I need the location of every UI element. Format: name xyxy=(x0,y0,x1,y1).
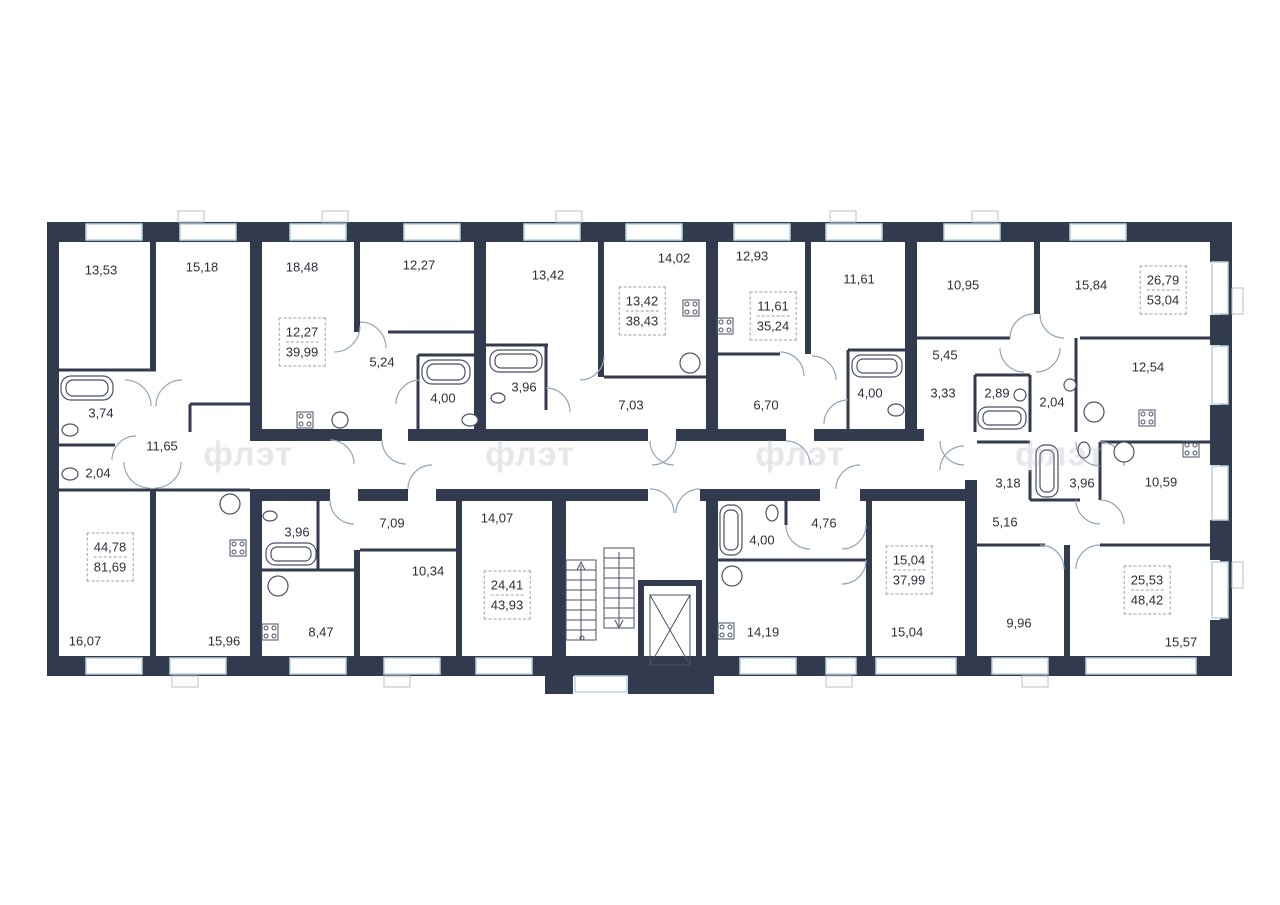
room-area: 3,96 xyxy=(1069,475,1095,491)
room-area: 2,89 xyxy=(984,385,1010,401)
living-area: 44,78 xyxy=(93,539,127,555)
room-area: 15,04 xyxy=(890,624,924,640)
fixtures xyxy=(60,349,1135,597)
room-area: 4,76 xyxy=(811,515,837,531)
living-area: 24,41 xyxy=(490,577,524,593)
room-area: 11,65 xyxy=(146,438,178,454)
room-area: 7,03 xyxy=(618,397,644,413)
watermark: флэт xyxy=(1015,435,1105,474)
living-area: 25,53 xyxy=(1130,572,1164,588)
room-area: 4,00 xyxy=(430,390,456,406)
apartment-summary: 26,79 53,04 xyxy=(1139,265,1187,315)
room-area: 13,42 xyxy=(531,267,565,283)
living-area: 13,42 xyxy=(625,293,659,309)
room-area: 18,48 xyxy=(285,259,319,275)
windows xyxy=(85,223,1229,693)
watermark: флэт xyxy=(755,435,845,474)
room-area: 5,16 xyxy=(992,514,1018,530)
room-area: 3,74 xyxy=(88,405,114,421)
apartment-summary: 25,53 48,42 xyxy=(1123,565,1171,615)
room-area: 8,47 xyxy=(308,624,334,640)
stoves xyxy=(229,299,1200,641)
living-area: 12,27 xyxy=(285,324,319,340)
room-area: 14,07 xyxy=(480,510,514,526)
room-area: 7,09 xyxy=(379,515,405,531)
living-area: 15,04 xyxy=(892,552,926,568)
room-area: 10,34 xyxy=(411,563,445,579)
room-area: 14,19 xyxy=(746,624,780,640)
apartment-summary: 11,61 35,24 xyxy=(749,291,797,341)
room-area: 4,00 xyxy=(857,385,883,401)
room-area: 12,54 xyxy=(1131,359,1165,375)
room-area: 13,53 xyxy=(84,262,118,278)
watermark: флэт xyxy=(485,435,575,474)
room-area: 2,04 xyxy=(85,465,111,481)
room-area: 14,02 xyxy=(657,250,691,266)
room-area: 6,70 xyxy=(753,397,779,413)
room-area: 3,33 xyxy=(930,385,956,401)
total-area: 39,99 xyxy=(285,341,319,362)
room-area: 3,18 xyxy=(995,475,1021,491)
elevator xyxy=(649,594,691,666)
total-area: 38,43 xyxy=(625,310,659,331)
apartment-summary: 44,78 81,69 xyxy=(86,532,134,582)
total-area: 37,99 xyxy=(892,569,926,590)
window-sills xyxy=(171,210,1244,688)
living-area: 11,61 xyxy=(757,298,789,314)
room-area: 12,93 xyxy=(735,248,769,264)
room-area: 15,84 xyxy=(1074,277,1108,293)
total-area: 53,04 xyxy=(1146,289,1180,310)
room-area: 11,61 xyxy=(843,271,875,287)
apartment-summary: 24,41 43,93 xyxy=(483,570,531,620)
apartment-summary: 13,42 38,43 xyxy=(618,286,666,336)
room-area: 10,95 xyxy=(946,277,980,293)
room-area: 15,18 xyxy=(185,259,219,275)
total-area: 81,69 xyxy=(93,556,127,577)
room-area: 5,45 xyxy=(932,347,958,363)
total-area: 35,24 xyxy=(756,315,790,336)
living-area: 26,79 xyxy=(1146,272,1180,288)
total-area: 43,93 xyxy=(490,594,524,615)
room-area: 2,04 xyxy=(1039,394,1065,410)
staircase xyxy=(565,547,635,641)
partitions xyxy=(59,330,1210,572)
apartment-summary: 12,27 39,99 xyxy=(278,317,326,367)
room-area: 3,96 xyxy=(284,524,310,540)
apartment-summary: 15,04 37,99 xyxy=(885,545,933,595)
room-area: 5,24 xyxy=(369,354,395,370)
watermark: флэт xyxy=(203,435,293,474)
room-area: 10,59 xyxy=(1144,474,1178,490)
room-area: 15,57 xyxy=(1164,634,1198,650)
room-area: 9,96 xyxy=(1006,615,1032,631)
room-area: 4,00 xyxy=(749,532,775,548)
room-area: 3,96 xyxy=(511,379,537,395)
room-area: 16,07 xyxy=(68,633,102,649)
room-area: 15,96 xyxy=(207,633,241,649)
total-area: 48,42 xyxy=(1130,589,1164,610)
room-area: 12,27 xyxy=(402,257,436,273)
